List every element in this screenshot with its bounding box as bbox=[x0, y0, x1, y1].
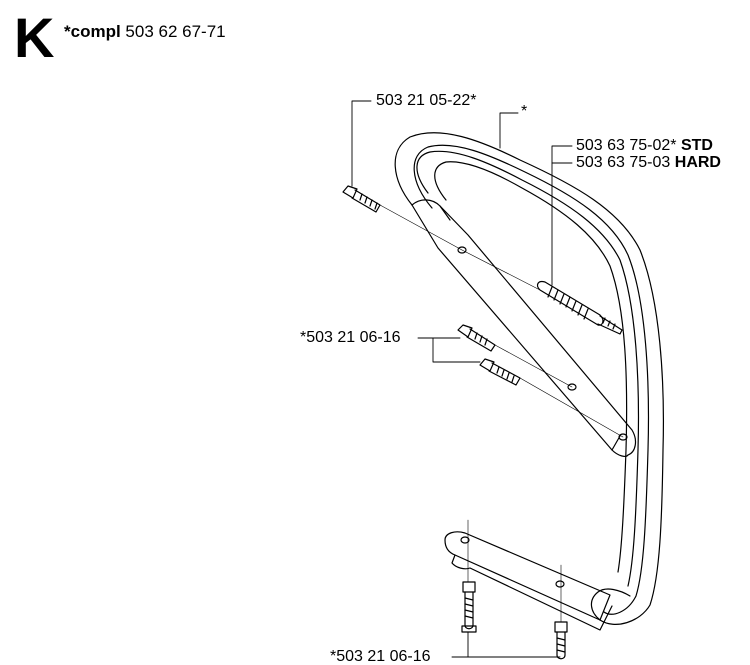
screw-middle-upper bbox=[457, 324, 496, 352]
handle-support-bar bbox=[411, 199, 637, 457]
screw-top bbox=[342, 185, 381, 213]
callout-leaders bbox=[351, 100, 624, 658]
screw-middle-lower bbox=[479, 358, 521, 386]
label-handle-asterisk: * bbox=[521, 103, 528, 120]
damper-std-grade: STD bbox=[680, 137, 713, 154]
screw-bottom-left bbox=[461, 581, 477, 633]
section-letter: K bbox=[14, 6, 54, 69]
compl-prefix: *compl bbox=[64, 22, 121, 41]
damper-hard-number: 503 63 75-03 bbox=[576, 154, 671, 171]
compl-number: 503 62 67-71 bbox=[125, 22, 226, 41]
label-screw-top: 503 21 05-22* bbox=[376, 92, 477, 109]
label-damper-hard: 503 63 75-03 HARD bbox=[576, 155, 721, 171]
screw-bottom-right bbox=[554, 621, 568, 660]
damper-hard-grade: HARD bbox=[674, 154, 721, 171]
compl-part-number: *compl 503 62 67-71 bbox=[64, 22, 226, 42]
front-handle-bar bbox=[394, 132, 665, 625]
label-damper-std: 503 63 75-02* STD bbox=[576, 138, 713, 154]
label-screws-middle: *503 21 06-16 bbox=[300, 329, 401, 346]
bottom-bracket-plate bbox=[444, 531, 613, 631]
label-screws-bottom: *503 21 06-16 bbox=[330, 648, 431, 665]
rubber-damper bbox=[536, 280, 623, 335]
damper-std-number: 503 63 75-02* bbox=[576, 137, 677, 154]
